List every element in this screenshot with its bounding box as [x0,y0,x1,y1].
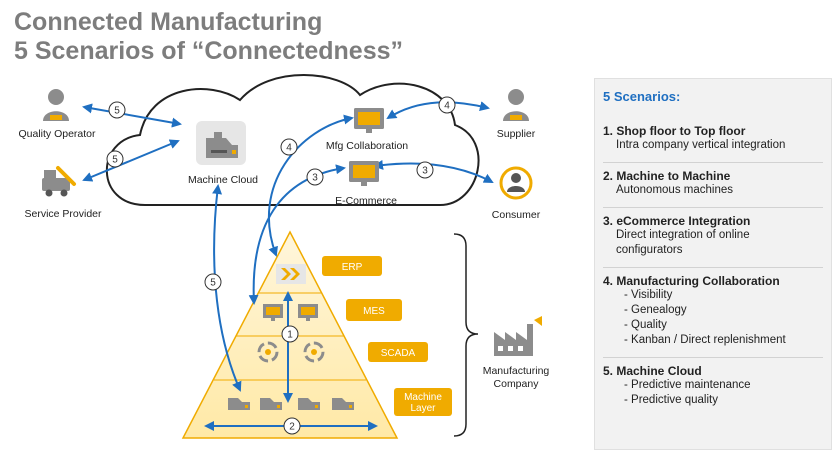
quality-operator-label: Quality Operator [18,128,96,140]
title-line-2: 5 Scenarios of “Connectedness” [14,37,404,65]
monitor-icon [263,304,283,321]
svg-text:3: 3 [422,166,428,177]
scenario-3: 3. eCommerce Integration Direct integrat… [603,207,823,267]
scenario-bullet: - Predictive quality [624,394,718,406]
scenario-2: 2. Machine to Machine Autonomous machine… [603,162,823,207]
machine-icon [332,398,354,410]
machine-cloud-icon [196,121,246,165]
service-truck-icon [42,166,76,197]
scenario-4: 4. Manufacturing Collaboration - Visibil… [603,267,823,357]
erp-layer-tag: ERP [322,256,382,276]
chevrons-icon [276,264,306,284]
service-provider-label: Service Provider [24,208,102,220]
svg-text:3: 3 [312,173,318,184]
monitor-icon [354,108,384,133]
svg-text:2: 2 [289,422,295,433]
machine-icon [228,398,250,410]
scenario-bullet: - Quality [624,319,667,331]
svg-text:5: 5 [114,106,120,117]
svg-text:Layer: Layer [410,403,436,414]
marker-collab-link: 4 [280,138,298,156]
svg-text:ERP: ERP [342,262,363,273]
svg-text:4: 4 [286,143,292,154]
scenario-desc: Autonomous machines [616,184,733,196]
machine-layer-tag: Machine Layer [394,388,452,416]
scenarios-panel: 5 Scenarios: 1. Shop floor to Top floor … [594,78,832,450]
svg-text:1: 1 [287,330,293,341]
consumer-label: Consumer [492,209,541,221]
monitor-icon [349,161,379,186]
connection-arrows [82,101,494,431]
title-line-1: Connected Manufacturing [14,8,323,36]
scenario-desc: configurators [616,244,683,256]
machine-cloud-label: Machine Cloud [188,174,258,186]
svg-text:MES: MES [363,306,385,317]
page-title: Connected Manufacturing 5 Scenarios of “… [14,8,403,66]
svg-text:Machine: Machine [404,392,442,403]
machine-icon [260,398,282,410]
scada-layer-tag: SCADA [368,342,428,362]
gear-cycle-icon [303,341,325,363]
scenario-bullet: - Visibility [624,289,673,301]
marker-ecommerce-link: 3 [306,168,324,186]
supplier-label: Supplier [497,128,536,140]
scenario-title: 4. Manufacturing Collaboration [603,274,780,288]
svg-text:5: 5 [112,155,118,166]
manufacturing-company-label-1: Manufacturing [483,365,550,377]
marker-consumer-link: 3 [416,161,434,179]
marker-service-link: 5 [106,150,124,168]
scenario-5: 5. Machine Cloud - Predictive maintenanc… [603,357,823,417]
svg-text:4: 4 [444,101,450,112]
mes-layer-tag: MES [346,299,402,321]
scenario-1: 1. Shop floor to Top floor Intra company… [603,118,823,162]
scenario-title: 5. Machine Cloud [603,364,702,378]
svg-text:SCADA: SCADA [381,348,416,359]
scenario-bullet: - Genealogy [624,304,687,316]
scenario-desc: Intra company vertical integration [616,139,786,151]
scenario-desc: Direct integration of online [616,229,750,241]
marker-quality-link: 5 [108,101,126,119]
marker-supplier-link: 4 [438,96,456,114]
person-icon [503,89,529,121]
marker-vertical-link: 1 [281,325,299,343]
person-icon [43,89,69,121]
mfg-collaboration-label: Mfg Collaboration [326,140,408,152]
scenario-bullet: - Predictive maintenance [624,379,751,391]
scenarios-heading: 5 Scenarios: [603,89,681,104]
scenario-bullet: - Kanban / Direct replenishment [624,334,786,346]
scenario-title: 2. Machine to Machine [603,169,731,183]
marker-horizontal-link: 2 [283,417,301,435]
scenario-title: 3. eCommerce Integration [603,214,751,228]
gear-cycle-icon [257,341,279,363]
ecommerce-label: E-Commerce [335,195,397,207]
scenario-title: 1. Shop floor to Top floor [603,124,746,138]
machine-icon [298,398,320,410]
factory-icon [494,316,542,356]
company-brace [453,233,479,437]
connectedness-diagram: 5 5 4 4 3 3 5 1 2 Quality Operator [18,74,550,439]
svg-text:5: 5 [210,278,216,289]
manufacturing-company-label-2: Company [494,378,540,390]
marker-machine-cloud-link: 5 [204,273,222,291]
consumer-icon [499,166,533,200]
monitor-icon [298,304,318,321]
